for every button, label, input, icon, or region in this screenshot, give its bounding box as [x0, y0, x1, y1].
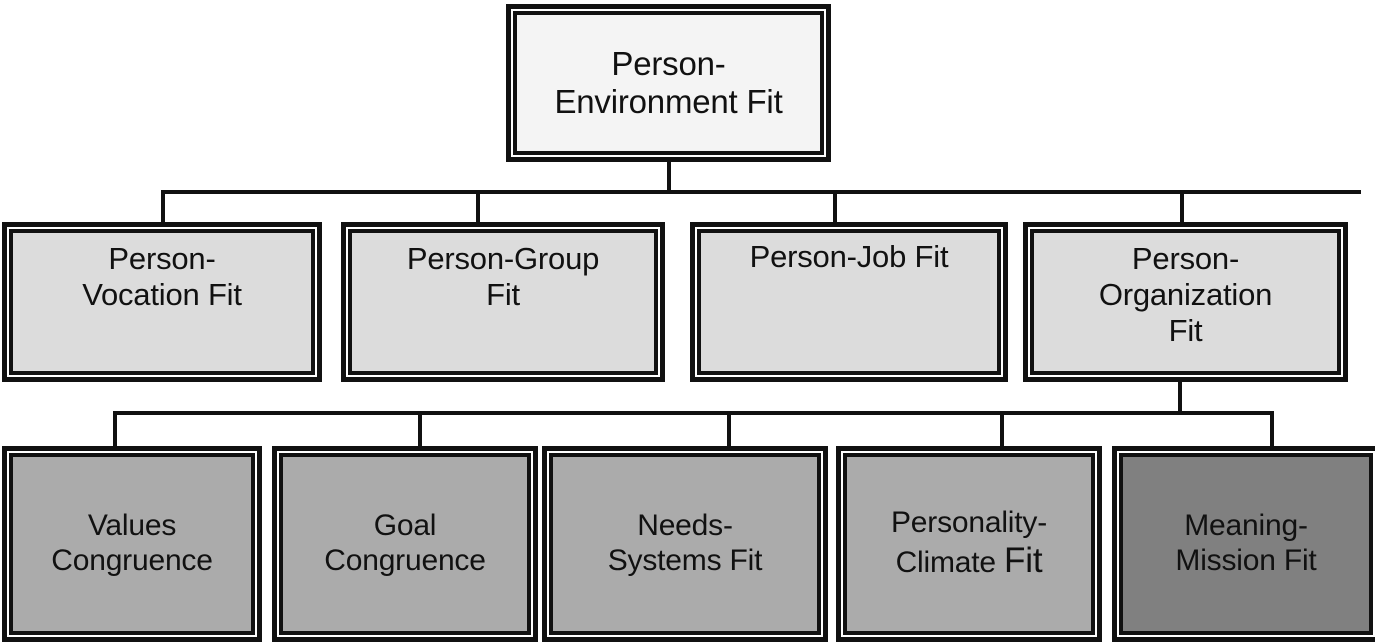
node-person-environment-fit-label: Person-Environment Fit	[554, 44, 783, 120]
node-person-environment-fit-body: Person-Environment Fit	[513, 11, 824, 155]
node-needs-systems-fit[interactable]: Needs-Systems Fit	[542, 446, 828, 642]
connector-level2-bus	[161, 190, 1361, 194]
node-person-vocation-fit-label: Person-Vocation Fit	[82, 241, 242, 312]
node-person-job-fit-label: Person-Job Fit	[749, 239, 949, 274]
node-needs-systems-fit-label: Needs-Systems Fit	[607, 509, 763, 577]
node-personality-climate-fit-label: Personality-Climate Fit	[891, 506, 1047, 581]
node-personality-climate-fit[interactable]: Personality-Climate Fit	[836, 446, 1102, 642]
connector-drop-personality-climate	[1000, 411, 1004, 448]
connector-drop-meaning-mission	[1270, 411, 1274, 448]
node-person-vocation-fit-body: Person-Vocation Fit	[9, 229, 315, 375]
node-person-job-fit[interactable]: Person-Job Fit	[690, 222, 1008, 382]
connector-drop-person-vocation	[161, 190, 165, 224]
node-person-vocation-fit[interactable]: Person-Vocation Fit	[2, 222, 322, 382]
node-meaning-mission-fit-label: Meaning-Mission Fit	[1175, 509, 1317, 577]
node-personality-climate-fit-body: Personality-Climate Fit	[843, 453, 1095, 635]
connector-drop-person-organization	[1180, 190, 1184, 224]
connector-drop-goal-congruence	[418, 411, 422, 448]
node-meaning-mission-fit-body: Meaning-Mission Fit	[1119, 453, 1373, 635]
connector-level3-bus	[113, 411, 1274, 415]
node-person-job-fit-body: Person-Job Fit	[697, 229, 1001, 375]
connector-root-stem	[667, 160, 671, 192]
connector-drop-needs-systems	[727, 411, 731, 448]
node-needs-systems-fit-body: Needs-Systems Fit	[549, 453, 821, 635]
connector-drop-person-job	[833, 190, 837, 224]
connector-drop-values-congruence	[113, 411, 117, 448]
node-meaning-mission-fit[interactable]: Meaning-Mission Fit	[1112, 446, 1375, 642]
connector-person-organization-stem	[1178, 379, 1182, 414]
node-personality-climate-fit-emphasis: Fit	[1004, 541, 1043, 581]
connector-drop-person-group	[476, 190, 480, 224]
node-person-environment-fit[interactable]: Person-Environment Fit	[506, 4, 831, 162]
